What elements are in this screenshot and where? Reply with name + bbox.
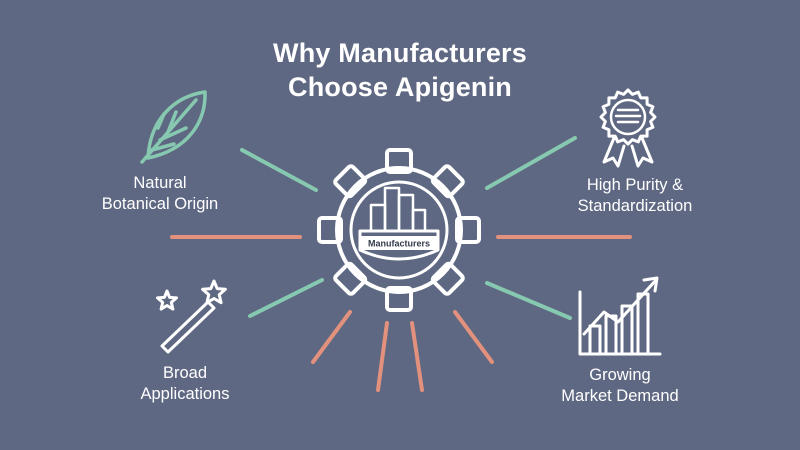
hub-bowl	[358, 229, 440, 261]
benefit-broad-line-1: Broad	[162, 364, 208, 382]
small-star	[156, 289, 178, 311]
ray-bottom-2	[376, 321, 389, 392]
ray-upper-right	[485, 136, 577, 190]
ray-lower-right	[485, 281, 572, 320]
magic-wand-stars-icon	[156, 279, 227, 354]
benefit-growing-line-1: Growing	[589, 366, 651, 384]
ray-lower-left	[248, 278, 324, 318]
benefit-natural-label: Natural Botanical Origin	[80, 173, 240, 215]
hub-label: Manufacturers	[368, 239, 430, 249]
ray-bottom-4	[453, 310, 494, 364]
gear-inner-ring	[349, 180, 449, 280]
gear-with-bar-chart-icon	[317, 148, 481, 312]
hub-bar-3	[397, 193, 415, 233]
growth-bar-2	[604, 314, 618, 356]
benefit-natural-line-2: Botanical Origin	[101, 195, 219, 213]
gear-tooth	[430, 261, 465, 296]
hub-bar-2	[383, 186, 401, 233]
ray-bottom-3	[410, 321, 424, 392]
title-line-1: Why Manufacturers	[273, 38, 527, 68]
benefit-broad-line-2: Applications	[140, 385, 230, 403]
gear-body	[335, 166, 463, 294]
benefit-purity-line-2: Standardization	[577, 197, 693, 215]
growth-bar-4	[636, 292, 650, 356]
benefit-broad-label: Broad Applications	[110, 363, 260, 405]
gear-tooth	[333, 261, 368, 296]
title-line-2: Choose Apigenin	[288, 72, 512, 102]
growth-arrow-head	[642, 276, 659, 293]
award-seal	[599, 88, 657, 146]
award-ribbon-left	[602, 136, 626, 168]
wand-stick	[160, 300, 216, 354]
benefit-purity-line-1: High Purity &	[586, 176, 684, 194]
gear-tooth	[430, 164, 465, 199]
growth-chart-icon	[578, 276, 662, 356]
ray-upper-left	[240, 148, 318, 192]
gear-tooth	[333, 164, 368, 199]
benefit-growing-label: Growing Market Demand	[540, 365, 700, 407]
growth-bar-1	[588, 324, 602, 356]
large-star	[201, 279, 227, 305]
ray-bottom-1	[311, 310, 352, 364]
growth-bar-3	[620, 304, 634, 356]
leaf-icon	[140, 90, 207, 164]
award-ribbon-right	[630, 136, 654, 168]
hub-bar-1	[369, 203, 387, 233]
award-inner-circle	[609, 98, 647, 136]
hub-bar-4	[411, 208, 427, 233]
page-title: Why Manufacturers Choose Apigenin	[0, 36, 800, 104]
benefit-growing-line-2: Market Demand	[561, 387, 679, 405]
benefit-natural-line-1: Natural	[133, 174, 187, 192]
hub-label-box	[360, 236, 438, 250]
award-ribbon-icon	[599, 88, 657, 168]
growth-trend-line	[582, 278, 658, 336]
benefit-purity-label: High Purity & Standardization	[550, 175, 720, 217]
